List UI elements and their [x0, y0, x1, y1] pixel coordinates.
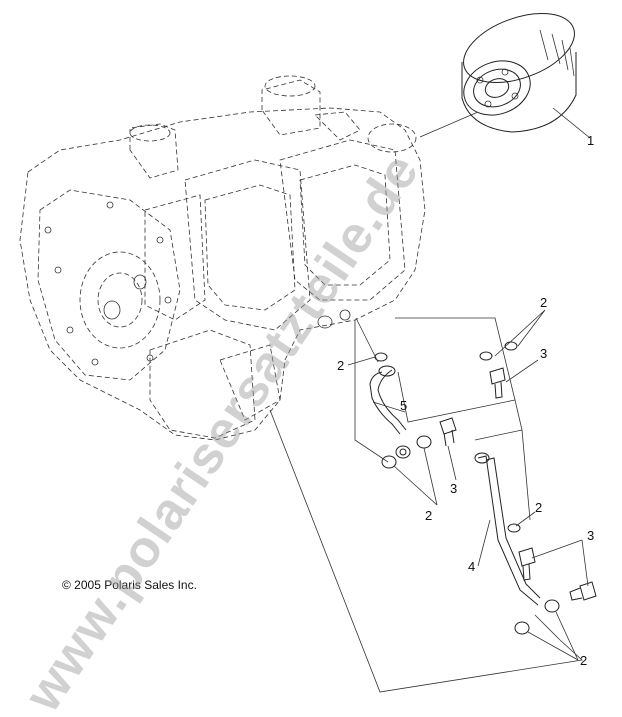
callout-3-lower-right: 3: [587, 528, 594, 543]
callout-1: 1: [587, 133, 594, 148]
callout-2-upper-right: 2: [540, 295, 547, 310]
copyright-notice: © 2005 Polaris Sales Inc.: [62, 578, 197, 592]
callout-2-bottom: 2: [580, 653, 587, 668]
callout-2-lower-right: 2: [535, 500, 542, 515]
callout-5: 5: [400, 398, 407, 413]
oil-filter: [461, 13, 577, 133]
oil-fittings: [369, 341, 597, 635]
callout-2-upper-left: 2: [337, 358, 344, 373]
callout-numbers: 1 2 3 2 5 3 2 2 3 4 2: [337, 133, 594, 668]
callout-2-middle: 2: [425, 508, 432, 523]
engine-crankcase: [19, 75, 426, 441]
callout-3-upper-right: 3: [540, 346, 547, 361]
watermark-text: www.polarisersatzteile.de: [13, 143, 430, 712]
callout-3-middle: 3: [450, 481, 457, 496]
leader-lines: [269, 107, 591, 693]
callout-4: 4: [468, 559, 475, 574]
